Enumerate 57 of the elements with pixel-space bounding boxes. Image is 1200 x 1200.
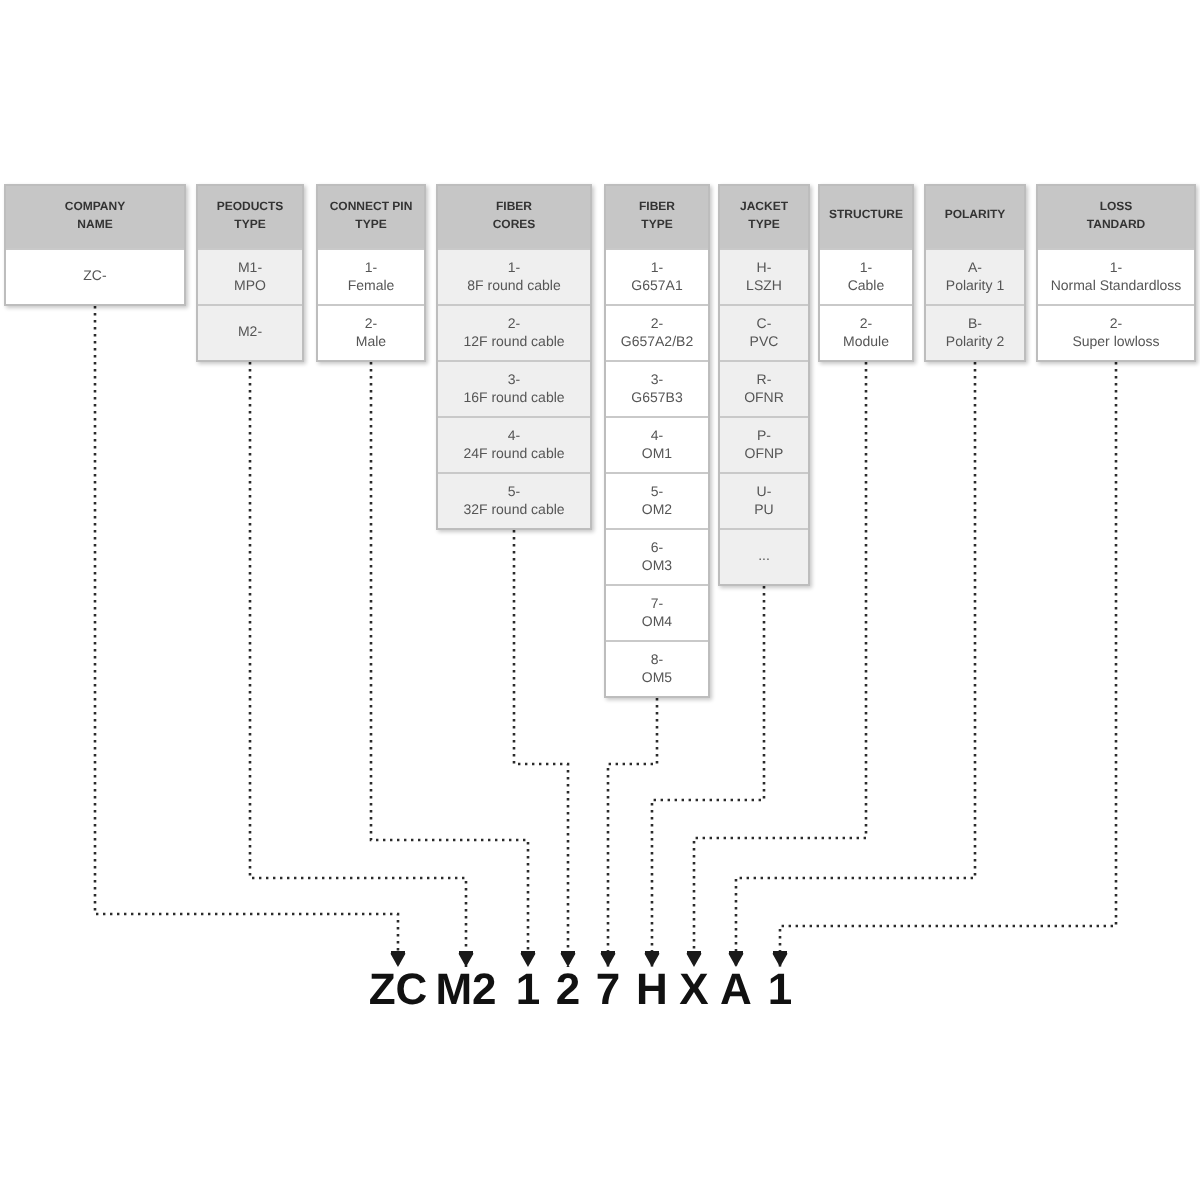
option-cell bbox=[606, 304, 708, 360]
dotted-connector bbox=[369, 362, 536, 967]
dotted-connector bbox=[512, 530, 576, 967]
part-code-character: A bbox=[720, 968, 752, 1012]
part-code-character: 7 bbox=[595, 968, 621, 1012]
option-cell bbox=[926, 248, 1024, 304]
code-column bbox=[818, 184, 914, 362]
option-cell bbox=[606, 416, 708, 472]
option-cell bbox=[438, 360, 590, 416]
option-cell bbox=[1038, 248, 1194, 304]
part-code-character: X bbox=[679, 968, 709, 1012]
option-cell bbox=[606, 640, 708, 696]
dotted-connector bbox=[728, 362, 977, 967]
option-cell bbox=[720, 416, 808, 472]
option-cell bbox=[318, 248, 424, 304]
part-code-character: 2 bbox=[555, 968, 581, 1012]
dotted-connector bbox=[248, 362, 474, 967]
code-column bbox=[604, 184, 710, 698]
option-cell bbox=[438, 472, 590, 528]
option-cell bbox=[606, 584, 708, 640]
part-code-character: M2 bbox=[435, 968, 497, 1012]
option-cell bbox=[198, 304, 302, 360]
dotted-connector bbox=[644, 586, 766, 967]
option-cell bbox=[720, 304, 808, 360]
dotted-connector bbox=[772, 362, 1118, 967]
option-cell bbox=[198, 248, 302, 304]
option-cell bbox=[606, 528, 708, 584]
option-cell bbox=[606, 472, 708, 528]
part-code-character: 1 bbox=[515, 968, 541, 1012]
code-column bbox=[924, 184, 1026, 362]
option-cell bbox=[720, 248, 808, 304]
option-cell bbox=[720, 528, 808, 584]
code-column bbox=[718, 184, 810, 586]
option-cell bbox=[720, 472, 808, 528]
part-code-character: 1 bbox=[767, 968, 793, 1012]
code-column bbox=[1036, 184, 1196, 362]
dotted-connector bbox=[686, 362, 868, 967]
option-cell bbox=[318, 304, 424, 360]
option-cell bbox=[926, 304, 1024, 360]
code-column bbox=[436, 184, 592, 530]
option-cell bbox=[820, 248, 912, 304]
option-cell bbox=[1038, 304, 1194, 360]
code-column bbox=[196, 184, 304, 362]
option-cell bbox=[720, 360, 808, 416]
option-cell bbox=[438, 248, 590, 304]
option-cell bbox=[606, 248, 708, 304]
option-cell bbox=[606, 360, 708, 416]
option-cell bbox=[820, 304, 912, 360]
part-code-character: H bbox=[636, 968, 668, 1012]
dotted-connector bbox=[600, 698, 659, 967]
part-code-character: ZC bbox=[368, 968, 428, 1012]
option-cell bbox=[438, 416, 590, 472]
code-column bbox=[4, 184, 186, 306]
option-cell bbox=[438, 304, 590, 360]
code-column bbox=[316, 184, 426, 362]
option-cell bbox=[6, 248, 184, 304]
dotted-connector bbox=[93, 306, 406, 967]
